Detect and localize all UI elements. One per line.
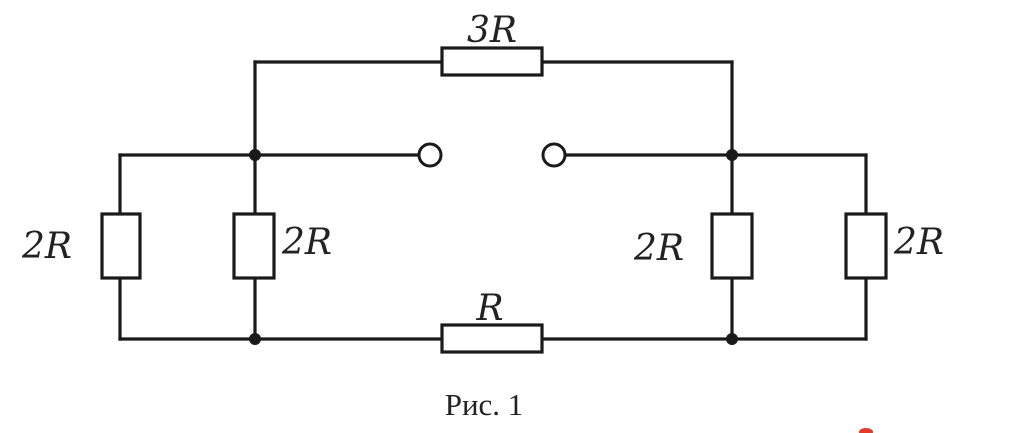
junction-bottom-left <box>249 333 261 345</box>
label-inner-right-resistor: 2R <box>633 228 684 269</box>
terminal-right <box>541 142 567 168</box>
label-top-resistor: 3R <box>467 10 517 51</box>
resistor-outer-right <box>844 212 888 280</box>
red-mark <box>859 428 873 433</box>
resistors <box>100 46 888 354</box>
junction-top-right <box>726 149 738 161</box>
label-outer-right-resistor: 2R <box>893 222 944 263</box>
label-inner-left-resistor: 2R <box>281 222 332 263</box>
terminal-left <box>417 142 443 168</box>
figure-caption: Рис. 1 <box>445 387 524 422</box>
junction-bottom-right <box>726 333 738 345</box>
resistor-outer-left <box>100 212 142 280</box>
label-outer-left-resistor: 2R <box>21 226 72 267</box>
terminals <box>417 142 567 168</box>
wires <box>118 60 868 341</box>
labels: 3R R 2R 2R 2R 2R <box>21 10 944 329</box>
label-bottom-resistor: R <box>475 288 503 329</box>
resistor-inner-right <box>710 212 754 280</box>
junction-top-left <box>249 149 261 161</box>
resistor-inner-left <box>232 212 276 280</box>
resistor-bottom <box>440 323 544 354</box>
resistor-top <box>440 46 544 77</box>
junctions <box>249 149 738 345</box>
